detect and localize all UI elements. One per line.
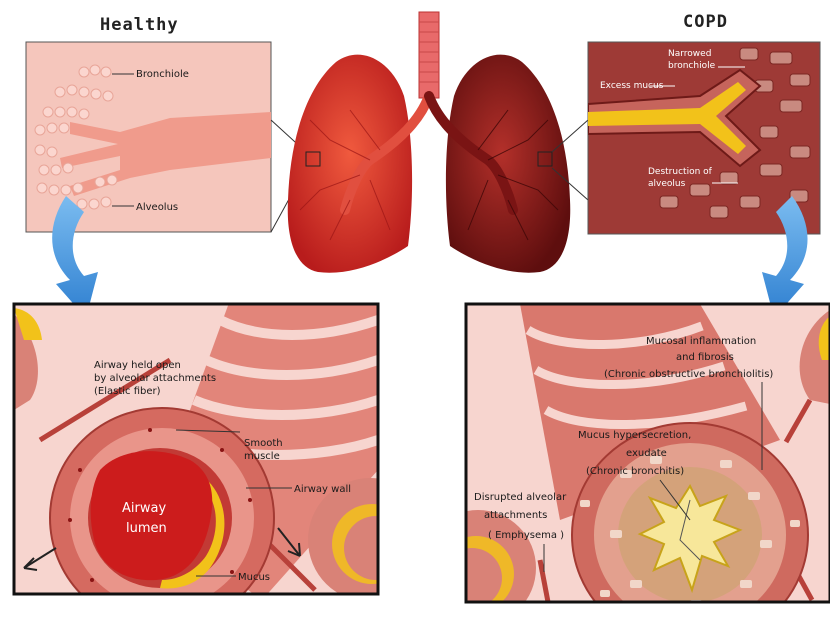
- inflammation-label-1: Mucosal inflammation: [646, 336, 756, 347]
- narrowed-label-1: Narrowed: [668, 49, 711, 59]
- airway-lumen-label-2: lumen: [126, 521, 167, 536]
- copd-title: COPD: [683, 12, 728, 32]
- lungs-illustration: [288, 12, 571, 273]
- destruction-label-1: Destruction of: [648, 167, 713, 177]
- disrupted-label-1: Disrupted alveolar: [474, 492, 567, 503]
- alveolus-label: Alveolus: [136, 202, 178, 213]
- narrowed-label-2: bronchiole: [668, 61, 716, 71]
- bronchiole-label: Bronchiole: [136, 69, 189, 80]
- airway-open-label-1: Airway held open: [94, 360, 181, 371]
- destruction-label-2: alveolus: [648, 179, 686, 189]
- healthy-title: Healthy: [100, 15, 179, 35]
- airway-open-label-3: (Elastic fiber): [94, 386, 161, 397]
- hypersecretion-label-2: exudate: [626, 448, 667, 459]
- airway-open-label-2: by alveolar attachments: [94, 373, 216, 384]
- hypersecretion-label-3: (Chronic bronchitis): [586, 466, 684, 477]
- smooth-muscle-label-2: muscle: [244, 451, 280, 462]
- smooth-muscle-label-1: Smooth: [244, 438, 283, 449]
- disrupted-label-2: attachments: [484, 510, 547, 521]
- inflammation-label-3: (Chronic obstructive bronchiolitis): [604, 369, 773, 380]
- mucus-label: Mucus: [238, 572, 270, 583]
- healthy-airway-panel: Airway held open by alveolar attachments…: [14, 300, 432, 624]
- disrupted-label-3: ( Emphysema ): [488, 530, 564, 541]
- copd-airway-panel: Mucosal inflammation and fibrosis (Chron…: [420, 304, 830, 624]
- airway-lumen-label-1: Airway: [122, 501, 166, 516]
- airway-wall-label: Airway wall: [294, 484, 351, 495]
- inflammation-label-2: and fibrosis: [676, 352, 734, 363]
- hypersecretion-label-1: Mucus hypersecretion,: [578, 430, 691, 441]
